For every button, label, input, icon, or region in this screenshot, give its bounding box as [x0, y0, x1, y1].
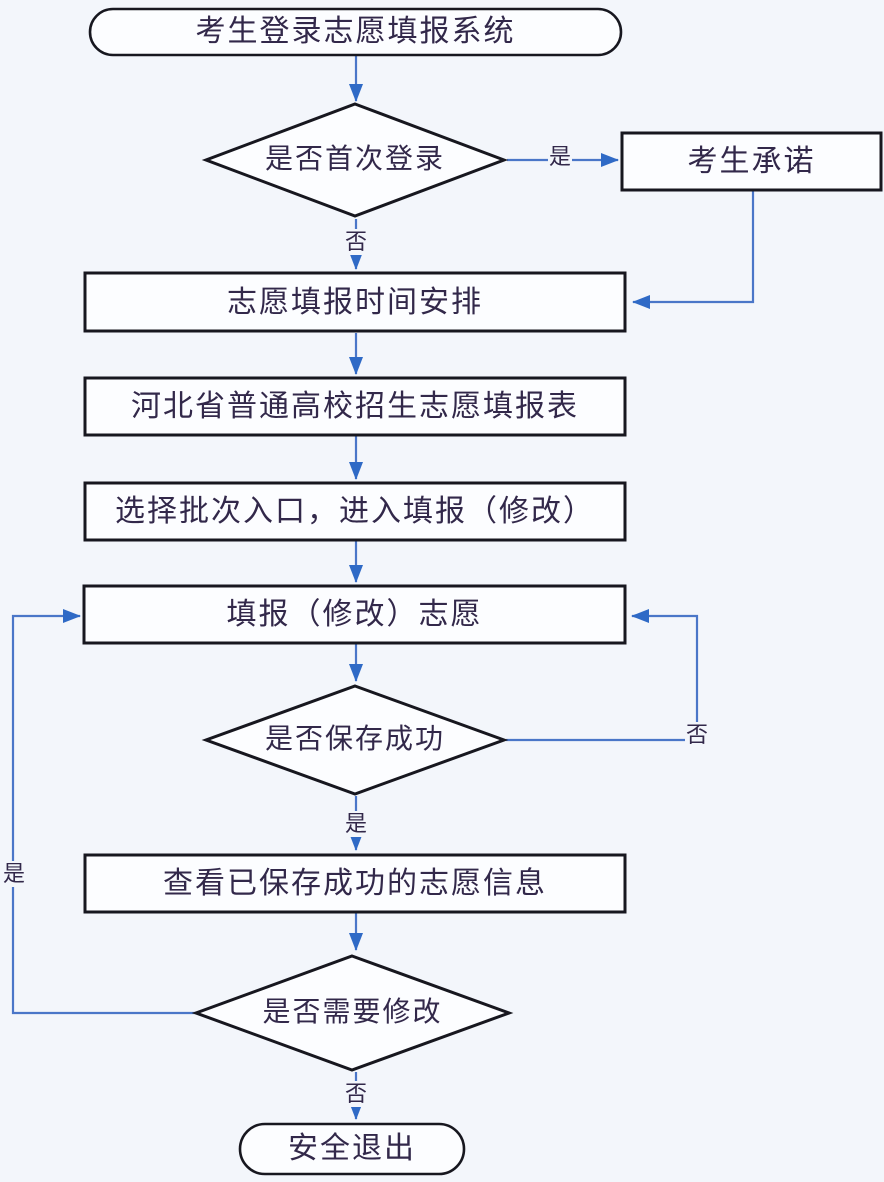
node-commitment-label: 考生承诺	[687, 145, 816, 178]
node-fill-label: 填报（修改）志愿	[226, 598, 483, 631]
form-node-shape	[83, 376, 627, 437]
need-modify-decision-shape	[191, 954, 514, 1072]
connector-needmodify-yes-loop-to-fill	[11, 609, 196, 1015]
edge-label-first-login-no: 否	[343, 229, 369, 255]
node-schedule-label: 志愿填报时间安排	[227, 285, 483, 319]
node-shape-group	[82, 7, 883, 1176]
exit-node-shape	[238, 1122, 466, 1176]
edge-label-need-modify-no: 否	[343, 1081, 369, 1107]
start-node-shape	[88, 7, 623, 57]
schedule-node-shape	[83, 271, 627, 333]
edge-label-first-login-yes: 是	[547, 144, 573, 170]
node-need-modify-label: 是否需要修改	[262, 996, 443, 1028]
edge-label-need-modify-yes: 是	[1, 861, 27, 887]
view-node-shape	[83, 853, 627, 914]
node-save-ok-label: 是否保存成功	[264, 723, 445, 755]
node-form-label: 河北省普通高校招生志愿填报表	[131, 390, 579, 423]
node-view-label: 查看已保存成功的志愿信息	[163, 867, 547, 900]
first-login-decision-shape	[201, 102, 509, 218]
fill-node-shape	[82, 584, 627, 645]
commitment-node-shape	[620, 131, 883, 192]
edge-label-save-ok-yes: 是	[343, 811, 369, 837]
node-exit-label: 安全退出	[288, 1132, 416, 1165]
node-first-login-label: 是否首次登录	[264, 143, 445, 175]
batch-node-shape	[83, 481, 627, 542]
node-batch-label: 选择批次入口，进入填报（修改）	[115, 495, 595, 528]
connector-commitment-to-schedule	[632, 191, 755, 309]
node-start-label: 考生登录志愿填报系统	[195, 15, 516, 48]
edge-label-save-ok-no: 否	[684, 722, 710, 748]
save-ok-decision-shape	[201, 684, 509, 796]
connector-saveok-no-loop-to-fill	[506, 609, 699, 742]
